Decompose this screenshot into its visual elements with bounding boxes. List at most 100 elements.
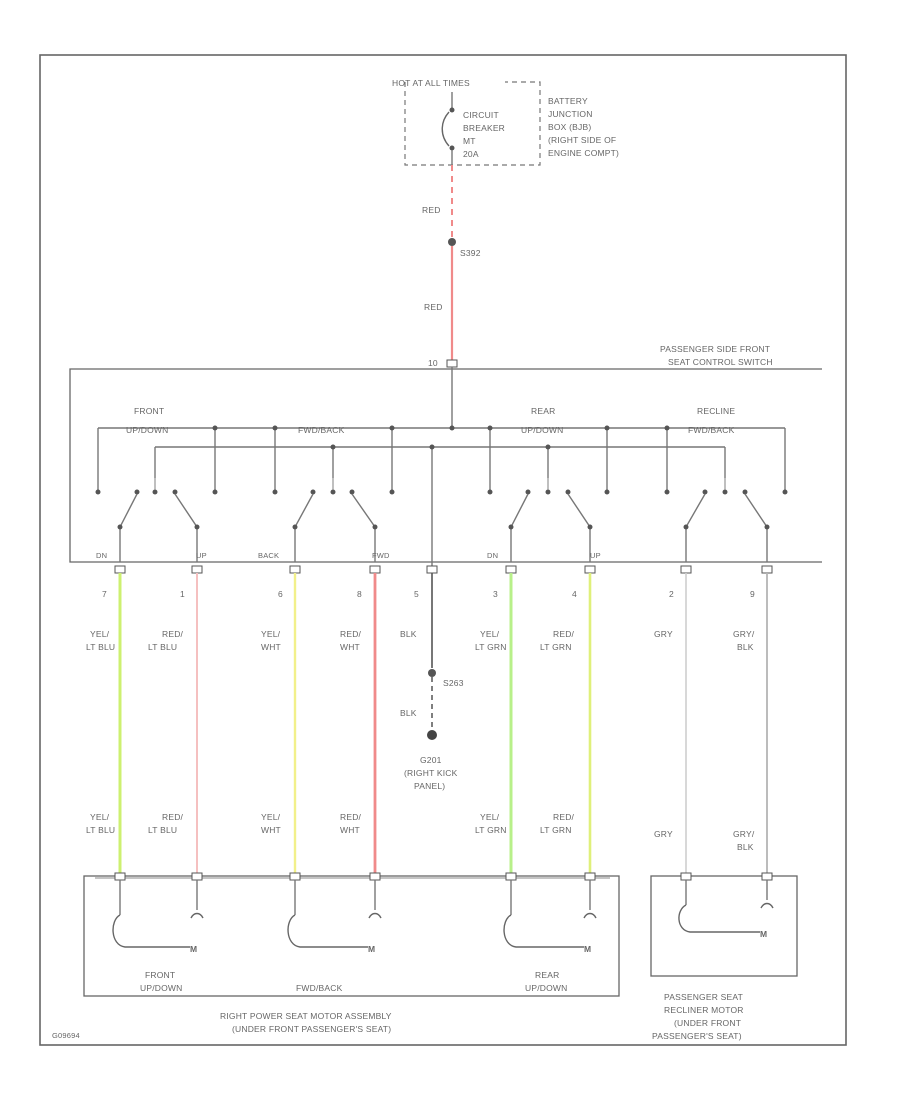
wire-labels-lower: YEL/ LT BLU RED/ LT BLU YEL/ WHT RED/ WH…: [86, 812, 755, 852]
switch-name-2: SEAT CONTROL SWITCH: [668, 357, 773, 367]
group-front-updown: UP/DOWN: [126, 425, 168, 435]
wire-label-lower: LT BLU: [148, 825, 177, 835]
ground-wire-label: BLK: [400, 708, 417, 718]
switch-pin-10: 10: [428, 358, 438, 368]
group-rear-updown: UP/DOWN: [521, 425, 563, 435]
wire-label-upper: BLK: [737, 642, 754, 652]
group-recline-fwdback: FWD/BACK: [688, 425, 735, 435]
breaker-label-1: CIRCUIT: [463, 110, 499, 120]
wire-label-lower: WHT: [261, 825, 281, 835]
motor-icon: M: [368, 944, 375, 954]
wire-label-lower: LT GRN: [475, 825, 507, 835]
recliner-label-3: (UNDER FRONT: [674, 1018, 741, 1028]
breaker-label-2: BREAKER: [463, 123, 505, 133]
wire-label-upper: GRY: [654, 629, 673, 639]
splice-top-node: [448, 238, 456, 246]
seat-assembly-label-1: RIGHT POWER SEAT MOTOR ASSEMBLY: [220, 1011, 392, 1021]
pin-5: 5: [414, 589, 419, 599]
switch-name-1: PASSENGER SIDE FRONT: [660, 344, 770, 354]
feed-wire-top-color: RED: [422, 205, 441, 215]
pin-label-dn-rear: DN: [487, 551, 498, 560]
wire-label-lower: LT BLU: [86, 825, 115, 835]
ground-label-2: (RIGHT KICK: [404, 768, 458, 778]
group-recline: RECLINE: [697, 406, 735, 416]
wire-label-upper: BLK: [400, 629, 417, 639]
pin-label-up-front: UP: [196, 551, 207, 560]
switch-connector-10: [446, 359, 458, 368]
wire-label-lower: BLK: [737, 842, 754, 852]
splice-top-label: S392: [460, 248, 481, 258]
ground-labels: S263 BLK G201 (RIGHT KICK PANEL): [400, 678, 464, 791]
recliner-motor: M: [650, 872, 798, 977]
pin-label-back: BACK: [258, 551, 279, 560]
motor-fwdback: M: [287, 880, 382, 954]
wire-label-upper: LT BLU: [148, 642, 177, 652]
pin-label-fwd: FWD: [372, 551, 390, 560]
figure-id: G09694: [52, 1031, 80, 1040]
wire-label-lower: YEL/: [90, 812, 110, 822]
hot-at-all-times-label: HOT AT ALL TIMES: [392, 78, 470, 88]
bjb-label-1: BATTERY: [548, 96, 588, 106]
pin-7: 7: [102, 589, 107, 599]
seat-control-switch: PASSENGER SIDE FRONT SEAT CONTROL SWITCH…: [69, 344, 822, 570]
wire-label-upper: YEL/: [261, 629, 281, 639]
wire-label-upper: GRY/: [733, 629, 755, 639]
feed-wire-mid-color: RED: [424, 302, 443, 312]
wire-labels-upper: YEL/ LT BLU RED/ LT BLU YEL/ WHT RED/ WH…: [86, 629, 755, 652]
pin-1: 1: [180, 589, 185, 599]
wire-label-lower: GRY/: [733, 829, 755, 839]
breaker-label-3: MT: [463, 136, 476, 146]
motor-icon: M: [760, 929, 767, 939]
pin-label-up-rear: UP: [590, 551, 601, 560]
bjb-label-4: (RIGHT SIDE OF: [548, 135, 616, 145]
pin-2: 2: [669, 589, 674, 599]
seat-motor-assembly: M M M FRONT UP/DOWN FWD/BACK REAR UP/DOW…: [83, 872, 620, 997]
wire-label-upper: YEL/: [480, 629, 500, 639]
motor-front-updown: M: [112, 880, 204, 954]
pin-6: 6: [278, 589, 283, 599]
wire-label-lower: YEL/: [261, 812, 281, 822]
ground-label-1: G201: [420, 755, 442, 765]
switch-pins: 7 1 6 8 5 3 4 2 9: [102, 565, 773, 599]
seat-assembly-label-2: (UNDER FRONT PASSENGER'S SEAT): [232, 1024, 391, 1034]
wire-label-lower: RED/: [553, 812, 575, 822]
wire-label-upper: WHT: [340, 642, 360, 652]
bjb-label-2: JUNCTION: [548, 109, 593, 119]
group-fwdback: FWD/BACK: [298, 425, 345, 435]
recliner-label-2: RECLINER MOTOR: [664, 1005, 744, 1015]
motor-group-front-updown: UP/DOWN: [140, 983, 182, 993]
recliner-label-1: PASSENGER SEAT: [664, 992, 743, 1002]
switch-contacts: [95, 478, 788, 562]
pin-label-dn-front: DN: [96, 551, 107, 560]
wire-label-lower: LT GRN: [540, 825, 572, 835]
motor-icon: M: [584, 944, 591, 954]
bjb-label-5: ENGINE COMPT): [548, 148, 619, 158]
pin-9: 9: [750, 589, 755, 599]
wire-label-lower: RED/: [340, 812, 362, 822]
wire-label-upper: RED/: [162, 629, 184, 639]
motor-rear-updown: M: [503, 880, 597, 954]
pin-8: 8: [357, 589, 362, 599]
diagram-frame: [39, 54, 847, 1046]
colored-wires: [118, 573, 768, 873]
feed-wire: RED S392 RED 10: [422, 165, 481, 368]
wire-label-upper: RED/: [340, 629, 362, 639]
circuit-breaker-icon: [441, 111, 450, 147]
wire-label-upper: LT GRN: [540, 642, 572, 652]
battery-junction-box: HOT AT ALL TIMES CIRCUIT BREAKER MT 20A …: [392, 78, 619, 166]
ground-splice-label: S263: [443, 678, 464, 688]
ground-icon: [427, 730, 437, 740]
motor-group-fwdback: FWD/BACK: [296, 983, 343, 993]
wire-label-lower: RED/: [162, 812, 184, 822]
wire-label-lower: GRY: [654, 829, 673, 839]
wire-label-upper: RED/: [553, 629, 575, 639]
wire-label-upper: YEL/: [90, 629, 110, 639]
motor-group-front: FRONT: [145, 970, 175, 980]
wire-label-upper: WHT: [261, 642, 281, 652]
breaker-label-4: 20A: [463, 149, 479, 159]
motor-group-rear: REAR: [535, 970, 559, 980]
pin-3: 3: [493, 589, 498, 599]
group-rear: REAR: [531, 406, 555, 416]
motor-icon: M: [190, 944, 197, 954]
